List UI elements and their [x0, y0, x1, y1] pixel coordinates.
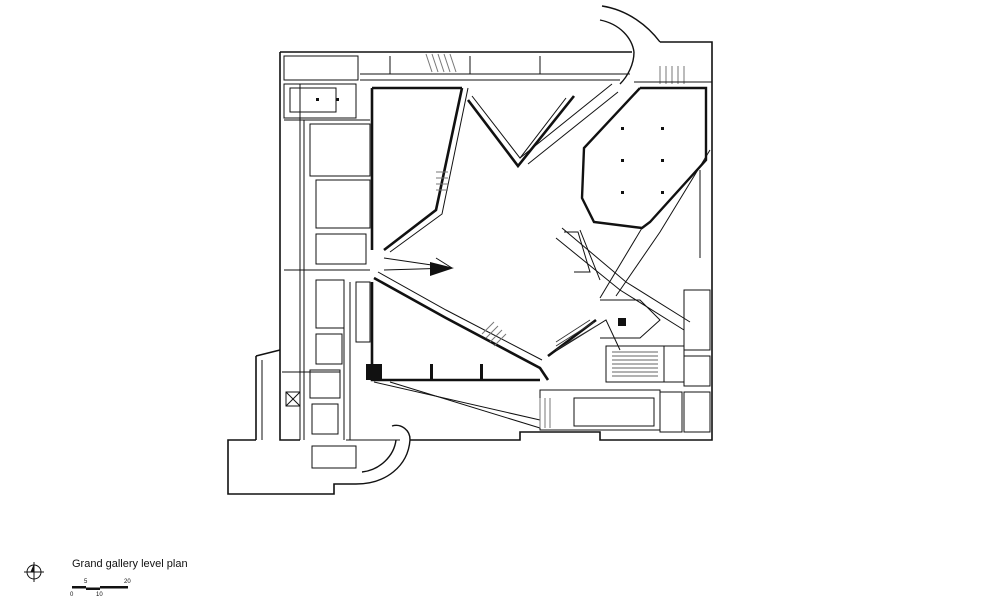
entrance-curve-top [599, 5, 661, 85]
scale-bar: 0 5 10 20 [70, 579, 131, 598]
right-gallery-inner [564, 81, 712, 299]
gallery-walls [370, 86, 597, 382]
scale-tick-20: 20 [124, 579, 131, 585]
building-outline [227, 41, 713, 495]
left-service-wing [282, 83, 371, 469]
stair-hatch-top [425, 53, 685, 84]
lower-right-rooms [539, 289, 711, 433]
auditorium-seating [555, 319, 658, 377]
right-gallery [580, 86, 708, 230]
scale-tick-5: 5 [84, 579, 88, 585]
scale-tick-0: 0 [70, 592, 74, 598]
legend-block: 0 5 10 20 [24, 562, 131, 598]
left-annex [261, 281, 400, 441]
column-dots [316, 98, 664, 194]
solid-elements [366, 262, 626, 380]
entrance-curve-bottom [355, 424, 411, 485]
stair-hatch-lower [436, 171, 551, 428]
scale-tick-10: 10 [96, 592, 103, 598]
north-arrow-icon [24, 562, 44, 582]
top-service-strip [283, 55, 630, 81]
plan-caption: Grand gallery level plan [72, 558, 188, 570]
